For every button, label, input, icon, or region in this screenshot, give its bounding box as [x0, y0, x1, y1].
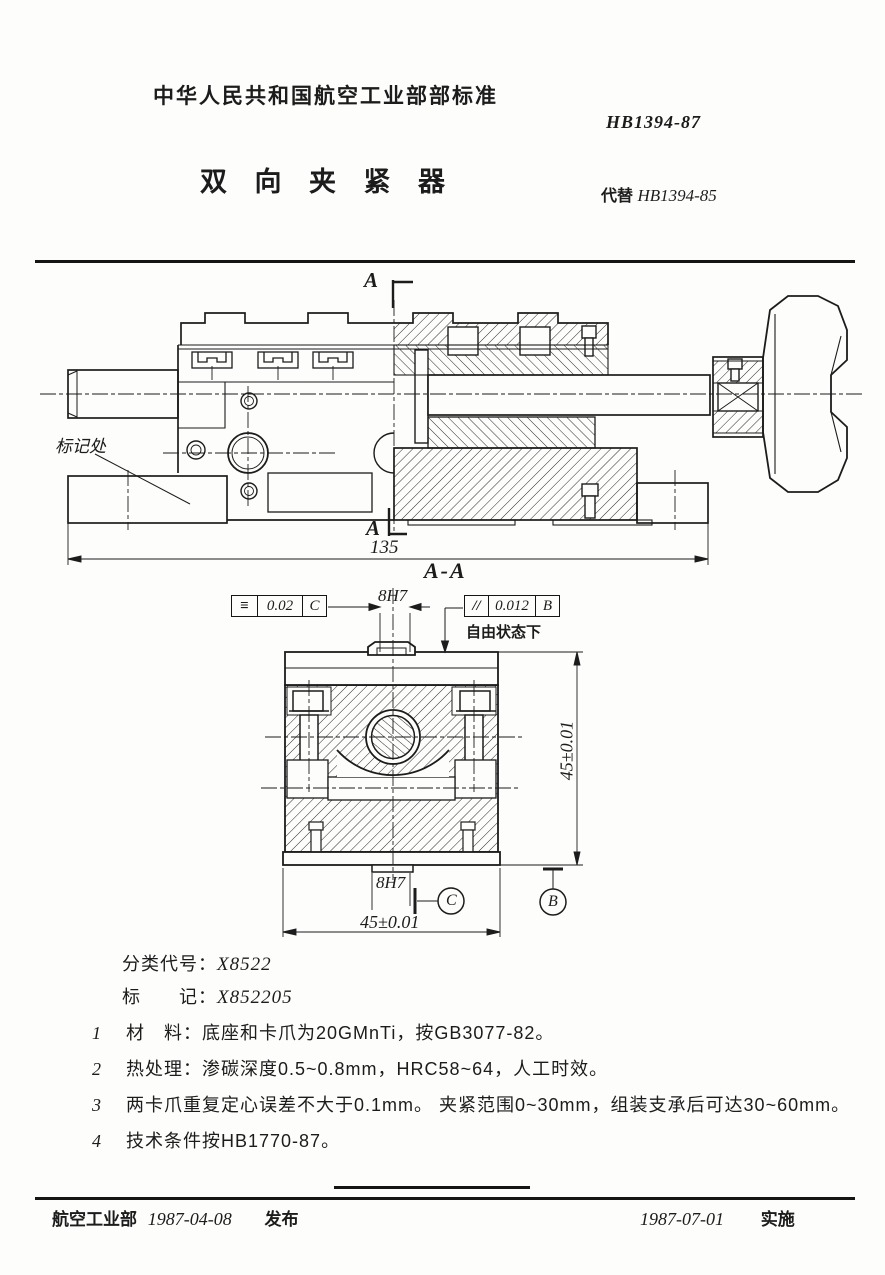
section-centerlines: [261, 588, 523, 880]
parallelism-datum: B: [542, 597, 553, 614]
symmetry-datum: C: [309, 597, 320, 614]
parallelism-symbol-icon: //: [465, 596, 489, 616]
note-number: 1: [92, 1023, 102, 1043]
note-number: 3: [92, 1095, 102, 1115]
replaces-line: 代替 HB1394-85: [601, 182, 717, 206]
outlines: [67, 312, 842, 526]
symmetry-symbol-icon: ≡: [232, 596, 258, 616]
classification-line: 分类代号：X8522: [122, 950, 272, 976]
footer-issuer: 航空工业部: [52, 1210, 137, 1229]
document-title: 双 向 夹 紧 器: [200, 167, 456, 197]
fcf-symmetry: ≡ 0.02 C: [231, 595, 327, 617]
parallelism-tolerance: 0.012: [489, 596, 536, 616]
footer-issue-date: 1987-04-08: [147, 1209, 232, 1229]
symmetry-tolerance: 0.02: [258, 596, 303, 616]
note-item-2: 2 热处理：渗碳深度0.5~0.8mm，HRC58~64，人工时效。: [92, 1055, 608, 1081]
footer-issue-line: 航空工业部 1987-04-08 发布: [52, 1205, 298, 1230]
note-item-3: 3 两卡爪重复定心误差不大于0.1mm。 夹紧范围0~30mm，组装支承后可达30…: [92, 1091, 850, 1117]
top-drawing-svg: [40, 280, 863, 565]
dim-width-bottom-label: 45±0.01: [360, 912, 420, 932]
dim-height-right-label: 45±0.01: [556, 720, 577, 781]
dim-bore-top: 8H7: [378, 586, 408, 605]
datum-b-letter: B: [548, 893, 558, 910]
footer-long-rule: [35, 1197, 855, 1200]
dim-bore-bottom: 8H7: [376, 873, 406, 892]
note-number: 2: [92, 1059, 102, 1079]
centerlines: [40, 300, 863, 534]
note-text: 材 料：底座和卡爪为20GMnTi，按GB3077-82。: [126, 1023, 555, 1043]
dim-135: [67, 523, 709, 565]
datum-c-letter: C: [446, 892, 457, 909]
free-state-note: 自由状态下: [466, 624, 542, 641]
standard-code: HB1394-87: [606, 112, 702, 132]
footer-impl-date: 1987-07-01: [640, 1209, 724, 1229]
footer-impl-action: 实施: [760, 1210, 795, 1229]
section-cut-marks: [387, 280, 413, 536]
tolerance-leaders: [328, 602, 463, 654]
note-number: 4: [92, 1131, 102, 1151]
note-item-1: 1 材 料：底座和卡爪为20GMnTi，按GB3077-82。: [92, 1019, 554, 1045]
org-standard-line: 中华人民共和国航空工业部部标准: [153, 85, 498, 108]
footer-issue-action: 发布: [264, 1210, 299, 1229]
footer-impl-line: 1987-07-01 实施: [640, 1205, 795, 1230]
footer-short-rule: [334, 1186, 530, 1189]
datum-c-leader: [371, 873, 465, 915]
note-text: 技术条件按HB1770-87。: [126, 1131, 341, 1151]
marking-value: X852205: [217, 987, 293, 1008]
replaces-code: HB1394-85: [637, 186, 717, 205]
dim-height: [498, 651, 583, 866]
marking-line: 标 记：X852205: [122, 983, 293, 1009]
replaces-label: 代替: [601, 188, 634, 205]
section-label-top: A: [364, 268, 379, 292]
marking-label: 标 记：: [122, 987, 217, 1007]
note-item-4: 4 技术条件按HB1770-87。: [92, 1127, 340, 1153]
dim-overall-length-label: 135: [370, 537, 399, 558]
note-text: 热处理：渗碳深度0.5~0.8mm，HRC58~64，人工时效。: [126, 1059, 609, 1079]
fcf-parallelism: // 0.012 B: [464, 595, 560, 617]
top-border-rule: [35, 260, 855, 263]
note-text: 两卡爪重复定心误差不大于0.1mm。 夹紧范围0~30mm，组装支承后可达30~…: [126, 1095, 851, 1115]
classification-value: X8522: [217, 954, 272, 975]
plates: [282, 641, 501, 873]
section-drawing-svg: [261, 588, 583, 937]
datum-b-symbol: [539, 867, 567, 916]
section-view-title: A-A: [424, 558, 467, 583]
dim-width: [282, 868, 501, 937]
mark-location-label: 标记处: [55, 437, 106, 456]
section-label-bottom: A: [366, 516, 381, 540]
mark-location-leader: [94, 453, 191, 505]
classification-label: 分类代号：: [122, 954, 217, 974]
